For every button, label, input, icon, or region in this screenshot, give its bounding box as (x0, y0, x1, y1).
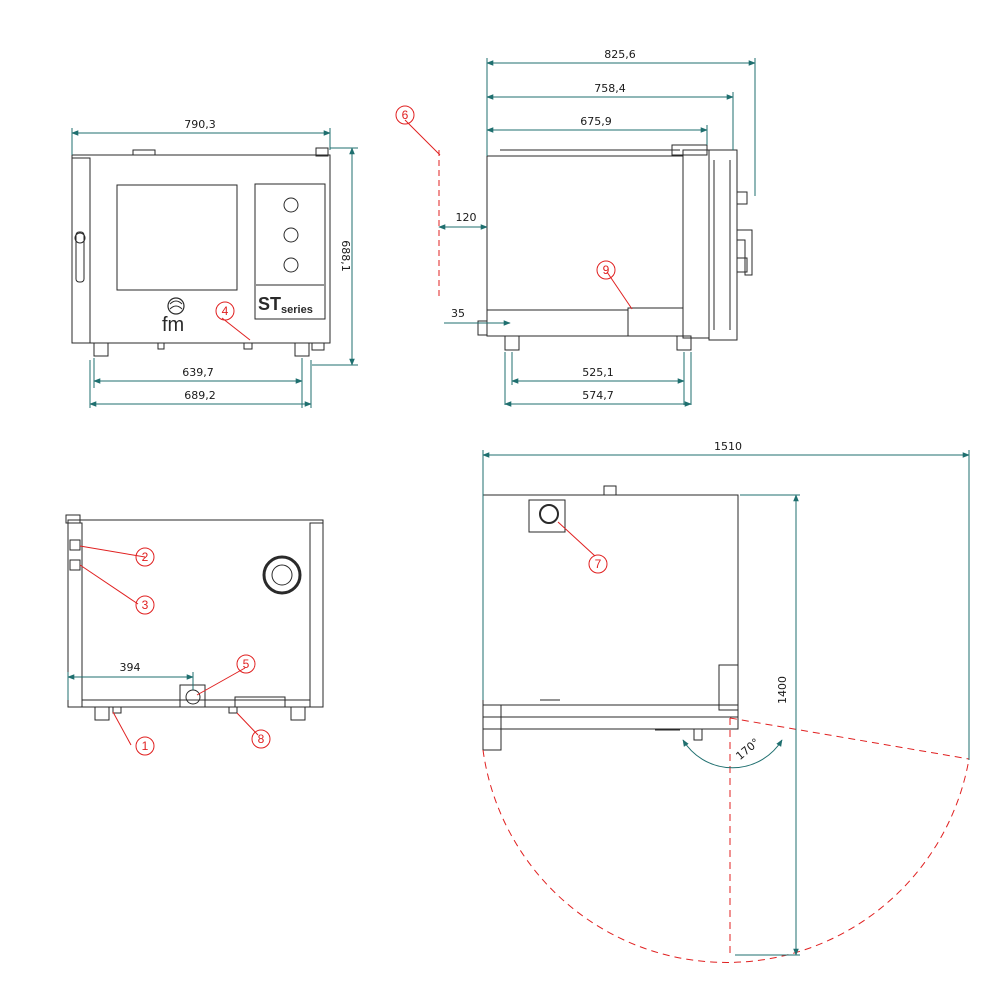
door-swing-arc (482, 749, 970, 963)
side-view (477, 144, 753, 351)
callout-3: 3 (142, 598, 149, 612)
angle-arc (682, 739, 783, 769)
rear-side-strip (67, 522, 83, 708)
top-view (482, 485, 739, 751)
badge-st: ST (258, 294, 281, 314)
callout-8: 8 (258, 732, 265, 746)
top-door (482, 716, 739, 730)
rear-connector-1 (69, 539, 81, 551)
front-foot-right (294, 342, 310, 357)
front-handle-knob (74, 232, 86, 244)
badge-series: series (281, 304, 313, 316)
front-door-handle-strip (71, 157, 91, 344)
side-foot-right (676, 335, 692, 351)
side-handle-upper (736, 191, 748, 205)
dim-front-width: 790,3 (184, 118, 216, 131)
dim-front-height: 688,1 (339, 240, 352, 272)
rear-fan-inner (271, 564, 293, 586)
top-vent-box (528, 499, 566, 533)
st-series-badge: ST series (258, 294, 313, 316)
side-dimensions (438, 58, 756, 407)
side-handle-grip (736, 229, 753, 276)
rear-dimensions (67, 672, 194, 700)
top-vent (539, 504, 559, 524)
side-body-outline (486, 155, 684, 337)
front-dimensions (71, 128, 358, 408)
control-panel (254, 183, 326, 320)
side-handle-lower (736, 257, 748, 273)
callouts (79, 105, 633, 756)
dim-top-width: 1510 (714, 440, 742, 453)
rear-foot-left (94, 706, 110, 721)
front-foot-left (93, 342, 109, 357)
fm-logo-text: fm (162, 314, 184, 336)
rear-connector-2 (69, 559, 81, 571)
side-foot-left (504, 335, 520, 351)
dim-side-feet-outer: 574,7 (582, 389, 614, 402)
rear-body-outline (67, 519, 324, 708)
dim-door-angle: 170° (733, 736, 762, 763)
dim-front-feet-outer: 689,2 (184, 389, 216, 402)
callout-6: 6 (402, 108, 409, 122)
dim-rear-clearance: 120 (456, 211, 477, 224)
callout-9: 9 (603, 263, 610, 277)
front-viewing-window (116, 184, 238, 291)
callout-2: 2 (142, 550, 149, 564)
callout-5: 5 (243, 657, 250, 671)
front-handle (75, 231, 85, 283)
top-dimensions (482, 450, 970, 956)
callout-7: 7 (595, 557, 602, 571)
dim-side-total-depth: 825,6 (604, 48, 636, 61)
dim-front-feet-inner: 639,7 (182, 366, 214, 379)
rear-fan-outer (262, 555, 302, 595)
side-door (682, 149, 710, 339)
rear-view (65, 514, 324, 721)
dim-floor-gap: 35 (451, 307, 465, 320)
dim-side-feet-inner: 525,1 (582, 366, 614, 379)
control-knob-1 (283, 197, 299, 213)
dim-side-depth-handle: 758,4 (594, 82, 626, 95)
rear-drain (185, 689, 201, 705)
callout-1: 1 (142, 739, 149, 753)
dim-top-depth: 1400 (776, 676, 789, 704)
dim-side-body-depth: 675,9 (580, 115, 612, 128)
dim-drain-offset: 394 (120, 661, 141, 674)
door-swing (482, 717, 970, 963)
side-connection-box (627, 307, 684, 337)
front-view (71, 147, 331, 357)
control-knob-3 (283, 257, 299, 273)
fm-logo: fm (162, 297, 185, 336)
control-knob-2 (283, 227, 299, 243)
top-body-outline (482, 494, 739, 706)
door-open-line (729, 717, 970, 760)
callout-4: 4 (222, 304, 229, 318)
rear-foot-right (290, 706, 306, 721)
